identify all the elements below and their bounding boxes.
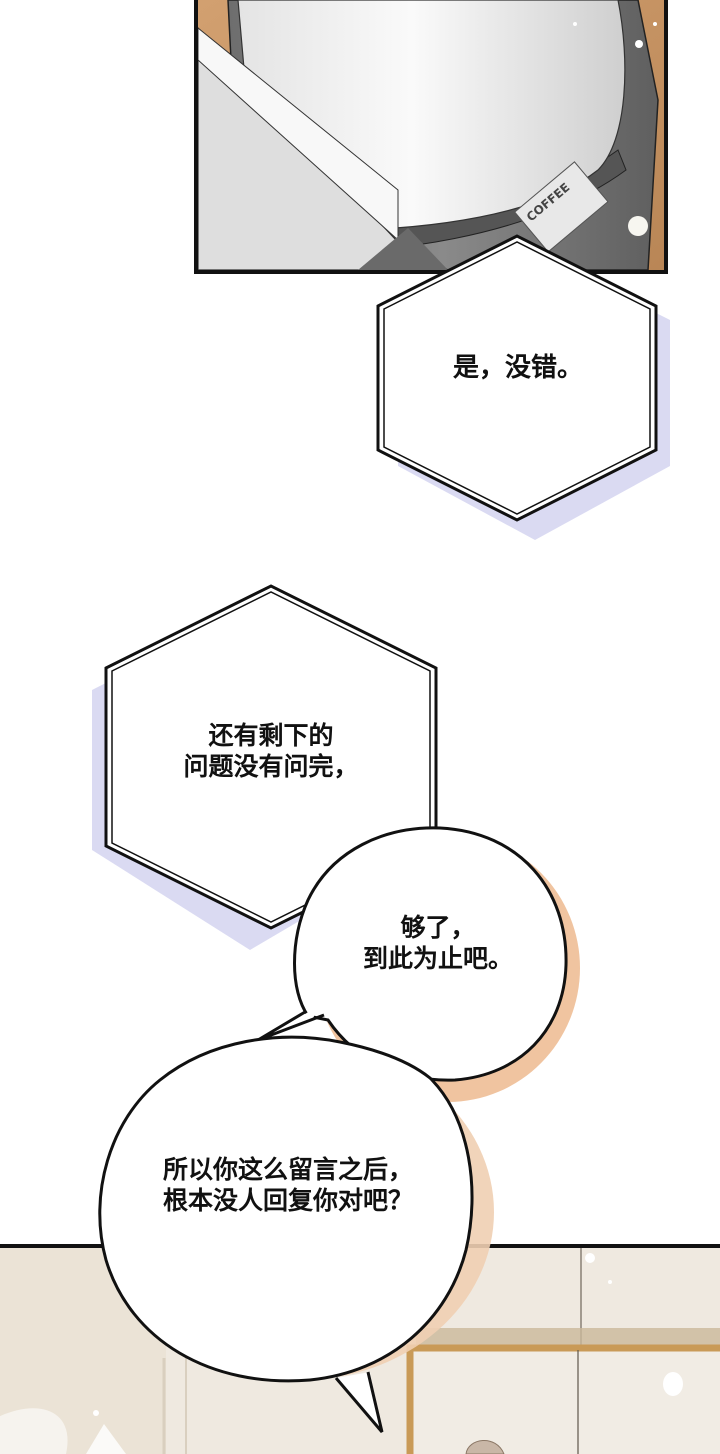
hex-bubble-1 <box>376 234 658 522</box>
round-bubble-2-text: 所以你这么留言之后， 根本没人回复你对吧？ <box>162 1155 413 1216</box>
round-bubble-1-text: 够了， 到此为止吧。 <box>362 913 513 974</box>
coffee-cup-illustration: COFFEE <box>198 0 664 270</box>
hex-bubble-1-text: 是，没错。 <box>452 353 583 383</box>
round-bubble-2 <box>98 1035 474 1433</box>
hex-bubble-2-text: 还有剩下的 问题没有问完， <box>183 721 359 782</box>
top-panel-coffee-cup: COFFEE <box>194 0 668 274</box>
